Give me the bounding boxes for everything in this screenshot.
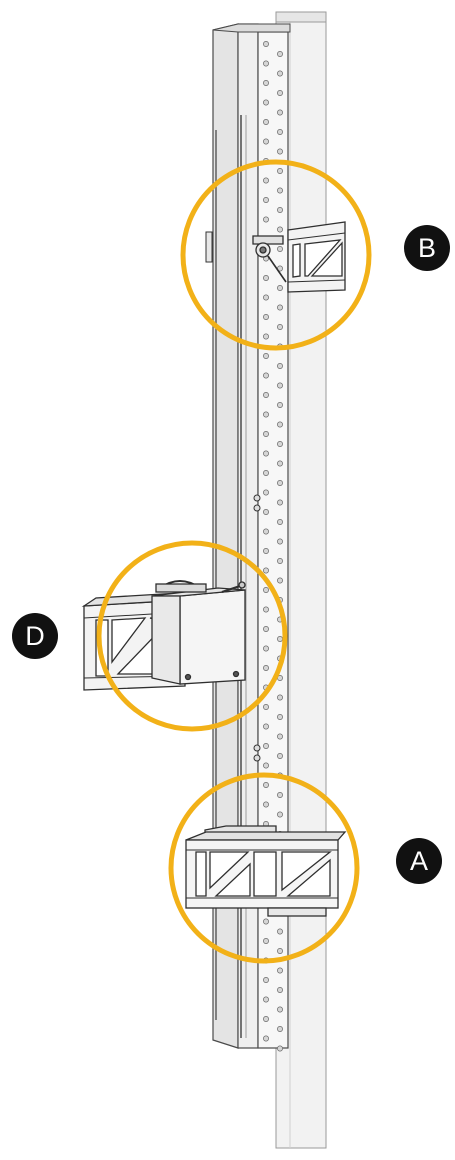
- perforation-hole: [277, 207, 283, 213]
- column-fittings: [205, 231, 261, 762]
- perforation-hole: [263, 294, 269, 301]
- perforation-hole: [277, 558, 283, 564]
- perforation-hole: [277, 382, 283, 389]
- perforation-hole: [277, 90, 283, 96]
- perforation-hole: [277, 811, 283, 818]
- perforation-hole: [277, 148, 283, 155]
- perforation-hole: [277, 1026, 283, 1032]
- perforation-hole: [263, 353, 269, 359]
- perforation-hole: [263, 431, 269, 437]
- callout-badge-a: A: [396, 838, 442, 884]
- perforation-hole: [277, 480, 283, 486]
- perforation-hole: [263, 723, 269, 730]
- perforation-hole: [263, 372, 269, 379]
- perforation-hole: [277, 109, 283, 116]
- highlight-ring-b: [180, 159, 372, 351]
- base-bracket-a: [185, 825, 347, 917]
- perforation-hole: [277, 694, 283, 701]
- highlight-ring-d: [96, 540, 288, 732]
- perforation-hole: [277, 1006, 283, 1013]
- perforation-hole: [263, 41, 269, 47]
- perforation-hole: [263, 1035, 269, 1042]
- perforation-hole: [263, 60, 269, 67]
- perforation-hole: [263, 587, 269, 593]
- perforation-hole: [277, 402, 283, 408]
- perforation-hole: [263, 197, 269, 203]
- perforation-hole: [277, 538, 283, 545]
- highlight-ring-a: [168, 772, 360, 964]
- perforation-hole: [277, 733, 283, 740]
- perforation-hole: [263, 645, 269, 652]
- perforation-hole: [263, 938, 269, 944]
- perforation-hole: [263, 996, 269, 1003]
- perforation-hole: [277, 928, 283, 935]
- perforation-hole: [277, 714, 283, 720]
- perforation-hole: [263, 450, 269, 457]
- highlight-rings: [96, 159, 372, 964]
- perforation-hole: [263, 606, 269, 613]
- perforation-hole: [263, 177, 269, 184]
- perforation-hole: [263, 704, 269, 710]
- perforation-hole: [263, 392, 269, 398]
- perforation-hole: [263, 509, 269, 515]
- perforation-hole: [263, 977, 269, 983]
- callout-label-d: D: [25, 620, 45, 651]
- bracket-b: [252, 221, 346, 293]
- perforation-hole: [277, 636, 283, 642]
- callout-badge-b: B: [404, 225, 450, 271]
- callout-badge-d: D: [12, 613, 58, 659]
- perforation-hole: [263, 470, 269, 476]
- perforation-hole: [277, 421, 283, 428]
- perforation-hole: [277, 70, 283, 77]
- perforation-hole: [263, 528, 269, 535]
- perforation-hole: [277, 499, 283, 506]
- perforation-hole: [277, 187, 283, 194]
- perforation-hole: [277, 948, 283, 954]
- perforation-hole: [263, 138, 269, 145]
- perforation-hole: [263, 567, 269, 574]
- perforation-hole: [263, 216, 269, 223]
- perforation-hole: [277, 304, 283, 311]
- bracket-d: [81, 580, 246, 691]
- perforation-hole: [263, 1016, 269, 1022]
- perforation-hole: [263, 782, 269, 788]
- perforation-hole: [277, 129, 283, 135]
- perforation-hole: [277, 246, 283, 252]
- perforation-hole: [263, 489, 269, 496]
- perforation-hole: [277, 577, 283, 584]
- callout-label-b: B: [417, 232, 436, 263]
- perforation-hole: [277, 967, 283, 974]
- perforation-hole: [277, 226, 283, 233]
- perforation-hole: [277, 987, 283, 993]
- perforation-hole: [277, 1045, 283, 1052]
- perforation-hole: [277, 168, 283, 174]
- perforation-hole: [263, 918, 269, 925]
- perforation-hole: [263, 548, 269, 554]
- perforation-hole: [263, 80, 269, 86]
- perforation-hole: [277, 51, 283, 57]
- perforation-hole: [277, 460, 283, 467]
- perforation-hole: [263, 333, 269, 340]
- perforation-hole: [263, 314, 269, 320]
- perforation-hole: [263, 275, 269, 281]
- perforation-hole: [277, 285, 283, 291]
- perforation-hole: [263, 119, 269, 125]
- perforation-hole: [263, 801, 269, 808]
- perforation-hole: [263, 762, 269, 769]
- perforation-hole: [263, 665, 269, 671]
- perforation-hole: [263, 743, 269, 749]
- perforation-hole: [277, 363, 283, 369]
- perforation-hole: [277, 753, 283, 759]
- perforation-hole: [263, 411, 269, 418]
- callout-label-a: A: [409, 845, 428, 876]
- perforation-hole: [277, 441, 283, 447]
- perforation-hole: [277, 519, 283, 525]
- perforation-hole: [277, 792, 283, 798]
- perforation-hole: [263, 99, 269, 106]
- perforation-hole: [263, 626, 269, 632]
- perforation-hole: [277, 324, 283, 330]
